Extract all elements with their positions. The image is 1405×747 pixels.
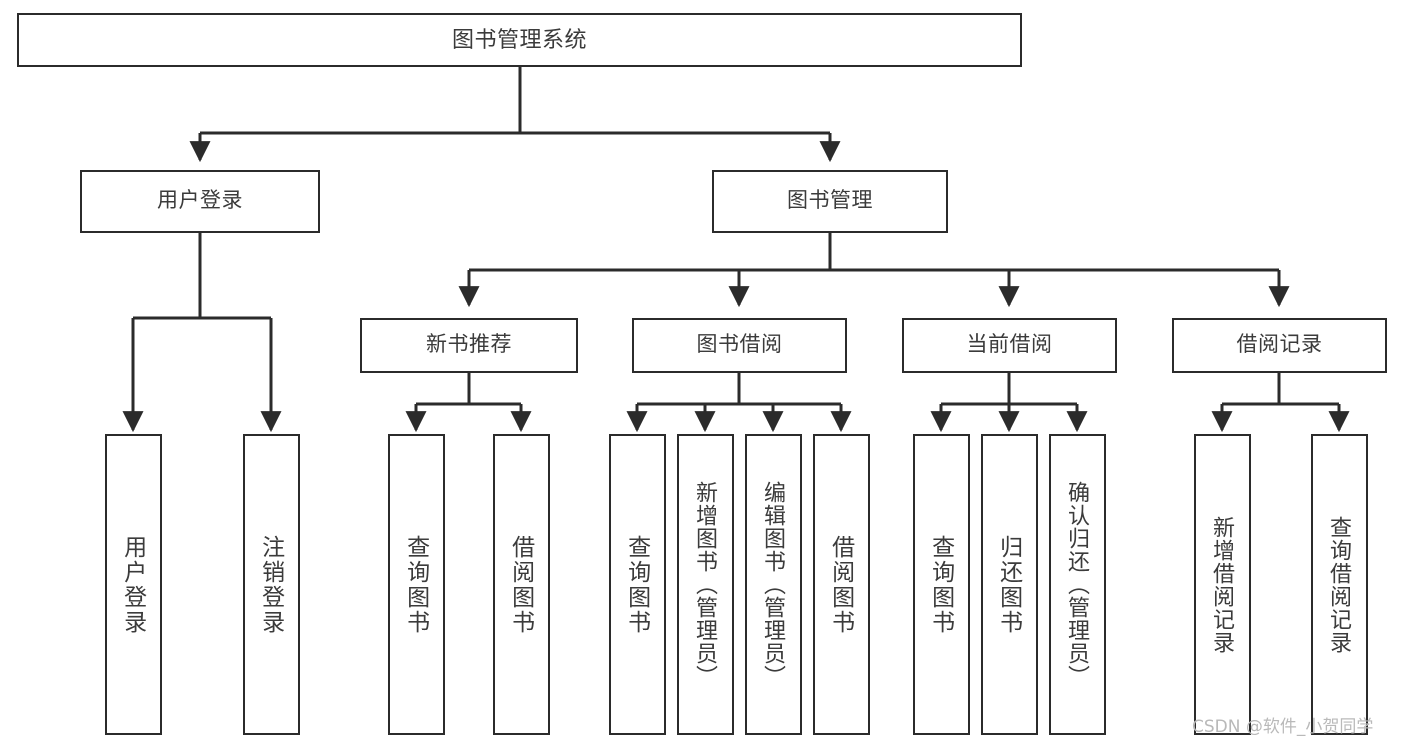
node-label: 注销登录 xyxy=(258,534,285,635)
node-label: 归还图书 xyxy=(996,534,1023,635)
leaf-query-books-current[interactable]: 查询图书 xyxy=(913,434,970,735)
node-label: 用户登录 xyxy=(157,189,243,213)
node-label: 查询图书 xyxy=(403,534,430,635)
leaf-return-books[interactable]: 归还图书 xyxy=(981,434,1038,735)
node-user-login[interactable]: 用户登录 xyxy=(80,170,320,233)
node-label: 查询图书 xyxy=(928,534,955,635)
node-label: 用户登录 xyxy=(120,534,147,635)
leaf-logout[interactable]: 注销登录 xyxy=(243,434,300,735)
node-root-library-management-system[interactable]: 图书管理系统 xyxy=(17,13,1022,67)
node-label: 当前借阅 xyxy=(966,333,1053,357)
node-label: 查询借阅记录 xyxy=(1327,515,1353,654)
node-label: 图书管理 xyxy=(787,189,873,213)
leaf-borrow-books-newbook[interactable]: 借阅图书 xyxy=(493,434,550,735)
node-label: 新书推荐 xyxy=(426,333,512,357)
leaf-edit-book-admin[interactable]: 编辑图书（管理员） xyxy=(745,434,802,735)
leaf-user-login[interactable]: 用户登录 xyxy=(105,434,162,735)
node-label: 图书管理系统 xyxy=(451,27,587,53)
node-book-management[interactable]: 图书管理 xyxy=(712,170,948,233)
node-label: 查询图书 xyxy=(624,534,651,635)
leaf-query-books-newbook[interactable]: 查询图书 xyxy=(388,434,445,735)
node-label: 新增图书（管理员） xyxy=(693,481,719,688)
leaf-query-books-borrow[interactable]: 查询图书 xyxy=(609,434,666,735)
node-borrow-records[interactable]: 借阅记录 xyxy=(1172,318,1387,373)
node-label: 借阅记录 xyxy=(1236,333,1323,357)
leaf-query-borrow-record[interactable]: 查询借阅记录 xyxy=(1311,434,1368,735)
node-book-borrowing[interactable]: 图书借阅 xyxy=(632,318,847,373)
node-current-borrowing[interactable]: 当前借阅 xyxy=(902,318,1117,373)
leaf-add-borrow-record[interactable]: 新增借阅记录 xyxy=(1194,434,1251,735)
node-label: 确认归还（管理员） xyxy=(1065,481,1091,688)
node-label: 图书借阅 xyxy=(696,333,783,357)
node-label: 编辑图书（管理员） xyxy=(761,481,787,688)
leaf-confirm-return-admin[interactable]: 确认归还（管理员） xyxy=(1049,434,1106,735)
leaf-add-book-admin[interactable]: 新增图书（管理员） xyxy=(677,434,734,735)
node-label: 新增借阅记录 xyxy=(1210,515,1236,654)
leaf-borrow-books[interactable]: 借阅图书 xyxy=(813,434,870,735)
node-new-book-recommendation[interactable]: 新书推荐 xyxy=(360,318,578,373)
watermark-text: CSDN @软件_小贺同学 xyxy=(1192,717,1374,737)
node-label: 借阅图书 xyxy=(828,534,855,635)
node-label: 借阅图书 xyxy=(508,534,535,635)
